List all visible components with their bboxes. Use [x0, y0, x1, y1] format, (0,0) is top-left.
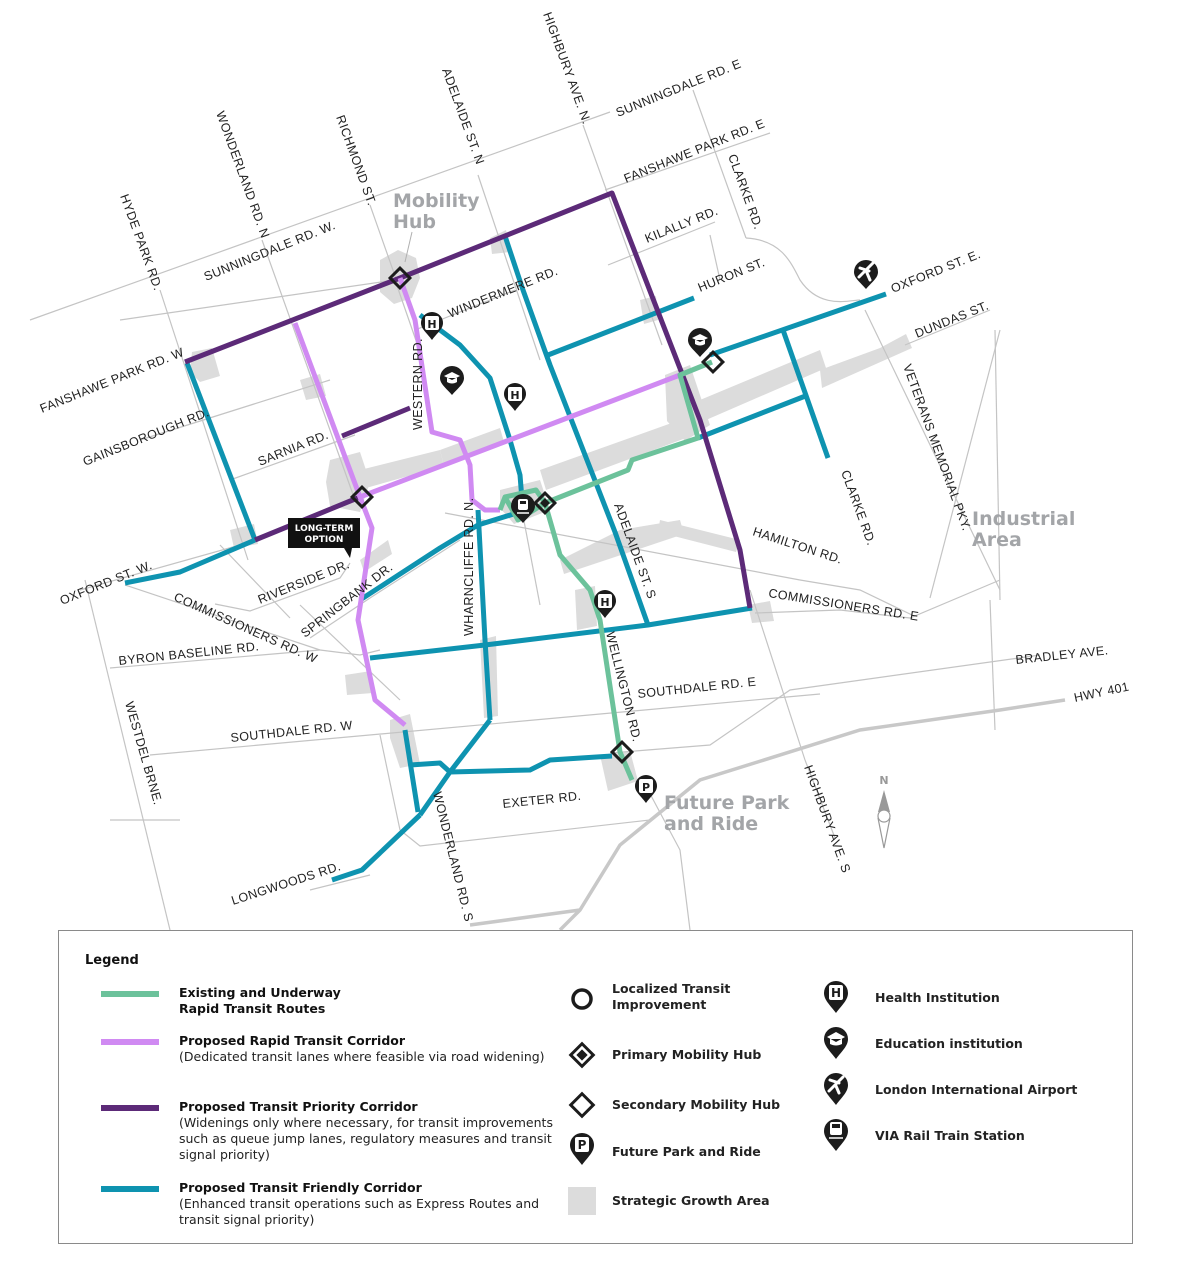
airplane-pin-icon	[824, 1073, 848, 1105]
hospital-pin-icon: H	[824, 981, 848, 1013]
teal-line-swatch	[101, 1186, 159, 1192]
future-park-ride-label: Future Park	[664, 792, 790, 814]
green-line-swatch	[101, 991, 159, 997]
svg-text:WESTERN RD.: WESTERN RD.	[411, 338, 425, 430]
svg-text:RICHMOND ST.: RICHMOND ST.	[333, 113, 379, 207]
svg-text:WHARNCLIFFE RD. N.: WHARNCLIFFE RD. N.	[462, 498, 476, 636]
svg-text:WESTDEL BRNE.: WESTDEL BRNE.	[122, 700, 165, 807]
svg-text:VETERANS MEMORIAL PKY.: VETERANS MEMORIAL PKY.	[900, 362, 973, 532]
road-network	[29, 89, 1041, 930]
svg-text:HIGHBURY AVE. S: HIGHBURY AVE. S	[801, 763, 853, 875]
growth-area-square-icon	[568, 1187, 596, 1215]
secondary-mobility-hub-icon[interactable]	[700, 349, 726, 375]
svg-text:WINDERMERE RD.: WINDERMERE RD.	[446, 264, 560, 321]
svg-text:H: H	[831, 986, 841, 1000]
svg-text:OXFORD ST. W.: OXFORD ST. W.	[58, 558, 154, 608]
svg-text:OXFORD ST. E.: OXFORD ST. E.	[889, 247, 983, 296]
train-pin-icon[interactable]	[511, 494, 535, 523]
train-pin-icon	[824, 1119, 848, 1151]
airplane-pin-icon[interactable]	[854, 260, 878, 289]
svg-text:WONDERLAND RD. S: WONDERLAND RD. S	[430, 790, 476, 923]
svg-text:BRADLEY AVE.: BRADLEY AVE.	[1015, 643, 1109, 667]
long-term-option-callout: LONG-TERM OPTION	[288, 518, 360, 558]
graduation-cap-pin-icon[interactable]	[688, 328, 712, 357]
primary-hub-diamond-icon	[568, 1041, 596, 1069]
svg-text:CLARKE RD.: CLARKE RD.	[725, 152, 765, 231]
svg-text:BYRON BASELINE RD.: BYRON BASELINE RD.	[118, 639, 260, 668]
svg-text:WONDERLAND RD. N: WONDERLAND RD. N	[213, 109, 272, 240]
svg-text:SOUTHDALE RD. W: SOUTHDALE RD. W	[230, 718, 353, 745]
dark-purple-line-swatch	[101, 1105, 159, 1111]
svg-text:P: P	[578, 1138, 587, 1152]
north-arrow-icon: N	[877, 774, 891, 849]
transit-friendly-corridors	[124, 235, 887, 883]
svg-text:LONGWOODS RD.: LONGWOODS RD.	[230, 859, 343, 908]
secondary-mobility-hub-icon[interactable]	[609, 739, 635, 765]
svg-text:CLARKE RD.: CLARKE RD.	[838, 468, 878, 547]
graduation-cap-pin-icon[interactable]	[440, 366, 464, 395]
future-park-ride-label: and Ride	[664, 813, 758, 835]
parking-pin-icon: P	[570, 1133, 594, 1165]
svg-text:HURON ST.: HURON ST.	[696, 255, 767, 295]
svg-text:OPTION: OPTION	[305, 535, 344, 545]
industrial-area-label: Industrial	[972, 508, 1075, 530]
primary-mobility-hub-icon[interactable]	[532, 490, 558, 516]
secondary-hub-diamond-icon	[568, 1091, 596, 1119]
svg-text:HWY 401: HWY 401	[1073, 680, 1131, 705]
svg-text:HAMILTON RD.: HAMILTON RD.	[751, 525, 844, 567]
svg-text:ADELAIDE ST. N: ADELAIDE ST. N	[439, 66, 487, 166]
hospital-pin-icon[interactable]: H	[504, 383, 526, 411]
svg-text:N: N	[879, 774, 888, 787]
light-purple-line-swatch	[101, 1039, 159, 1045]
mobility-hub-label: Mobility	[393, 190, 480, 212]
mobility-hub-label: Hub	[393, 211, 436, 233]
hospital-pin-icon[interactable]: H	[594, 590, 616, 618]
industrial-area-label: Area	[972, 529, 1022, 551]
circle-icon	[571, 988, 593, 1010]
svg-text:LONG-TERM: LONG-TERM	[295, 524, 354, 534]
strategic-growth-areas	[190, 230, 912, 791]
transit-network-map: H H H P LONG-TERM OPTION Mobi	[29, 10, 1131, 930]
parking-pin-icon[interactable]: P	[635, 775, 657, 803]
svg-text:HYDE PARK RD.: HYDE PARK RD.	[117, 192, 165, 292]
svg-text:HIGHBURY AVE. N.: HIGHBURY AVE. N.	[540, 10, 594, 126]
svg-text:H: H	[427, 318, 436, 331]
svg-text:GAINSBOROUGH RD.: GAINSBOROUGH RD.	[81, 405, 211, 469]
legend-title: Legend	[85, 953, 139, 968]
svg-text:H: H	[600, 596, 609, 609]
svg-text:H: H	[510, 389, 519, 402]
secondary-mobility-hub-icon[interactable]	[349, 484, 375, 510]
svg-text:EXETER RD.: EXETER RD.	[502, 789, 582, 811]
proposed-rapid-transit-corridors	[292, 277, 681, 727]
svg-text:DUNDAS ST.: DUNDAS ST.	[913, 298, 991, 340]
hospital-pin-icon[interactable]: H	[421, 312, 443, 340]
svg-text:P: P	[642, 781, 650, 794]
svg-text:FANSHAWE PARK RD. W: FANSHAWE PARK RD. W	[38, 345, 186, 416]
highways	[469, 698, 1066, 930]
graduation-cap-pin-icon	[824, 1027, 848, 1059]
svg-text:SUNNINGDALE RD. E: SUNNINGDALE RD. E	[614, 57, 743, 120]
svg-text:COMMISSIONERS RD. E: COMMISSIONERS RD. E	[768, 586, 920, 624]
svg-text:SOUTHDALE RD. E: SOUTHDALE RD. E	[637, 675, 757, 701]
secondary-mobility-hub-icon[interactable]	[387, 265, 413, 291]
